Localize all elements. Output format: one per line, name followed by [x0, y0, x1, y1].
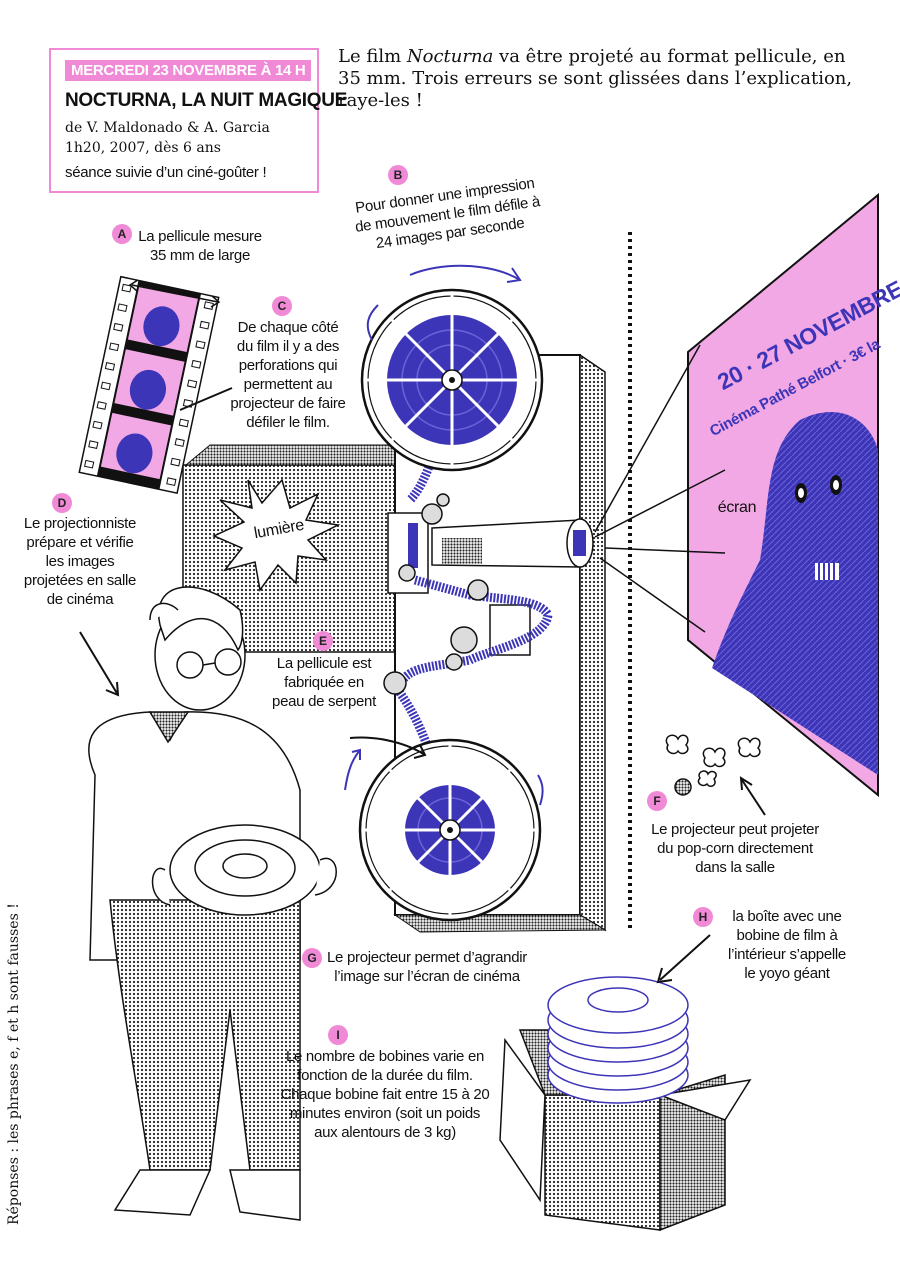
event-note: séance suivie d’un ciné-goûter ! — [65, 164, 267, 181]
badge-b: B — [388, 165, 408, 185]
intro-text: Le film Nocturna va être projeté au form… — [338, 46, 853, 111]
rollers — [383, 493, 489, 695]
bottom-reel — [344, 738, 544, 922]
badge-f: F — [647, 791, 667, 811]
answers-text: Réponses : les phrases e, f et h sont fa… — [6, 903, 22, 1225]
badge-d: D — [52, 493, 72, 513]
top-reel — [360, 264, 544, 472]
cinema-screen — [687, 192, 879, 798]
badge-h: H — [693, 907, 713, 927]
pointer-arrows — [79, 631, 427, 759]
projection-beams — [594, 344, 726, 633]
badge-g: G — [302, 948, 322, 968]
lamp-house — [182, 444, 411, 653]
film-credits: de V. Maldonado & A. Garcia — [65, 120, 270, 136]
film-name: Nocturna — [406, 46, 494, 67]
film-title: NOCTURNA, LA NUIT MAGIQUE — [65, 90, 348, 111]
badge-a: A — [112, 224, 132, 244]
badge-c: C — [272, 296, 292, 316]
film-details: 1h20, 2007, dès 6 ans — [65, 140, 221, 156]
popcorn — [665, 734, 766, 816]
event-info-box: MERCREDI 23 NOVEMBRE À 14 H NOCTURNA, LA… — [49, 48, 347, 193]
event-date: MERCREDI 23 NOVEMBRE À 14 H — [65, 60, 312, 81]
light-burst — [212, 478, 341, 592]
screen-label: écran — [717, 499, 757, 516]
badge-e: E — [313, 631, 333, 651]
badge-i: I — [328, 1025, 348, 1045]
projectionist — [88, 586, 337, 1221]
film-strip — [78, 275, 220, 494]
film-box — [499, 934, 752, 1232]
